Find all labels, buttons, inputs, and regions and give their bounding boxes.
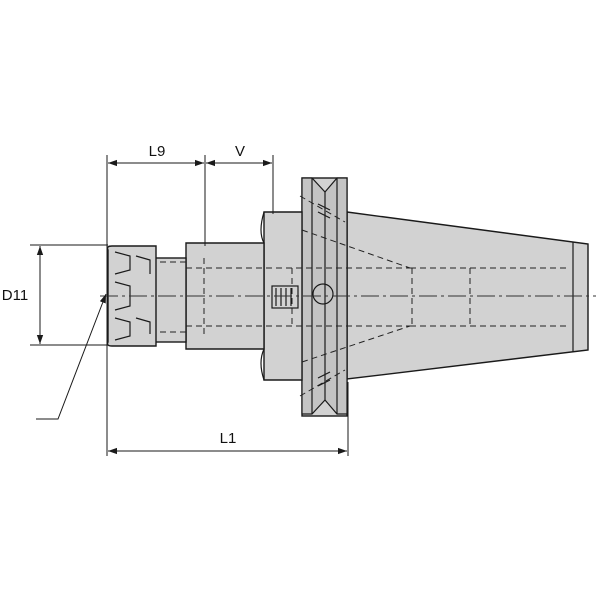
body-shoulder — [260, 211, 265, 381]
v-label: V — [235, 143, 245, 160]
flange-screws — [317, 203, 331, 387]
drive-hole — [312, 283, 334, 305]
nose-neck — [154, 257, 187, 343]
extension-lines — [30, 155, 349, 456]
leader-line — [36, 293, 107, 420]
hidden-bore — [160, 195, 570, 397]
l1-label: L1 — [220, 430, 237, 447]
taper-shank — [346, 211, 589, 380]
collet-nut-flats — [114, 251, 151, 341]
adjustment-screw — [271, 285, 299, 309]
l9-label: L9 — [149, 143, 166, 160]
d11-label: D11 — [2, 287, 28, 304]
